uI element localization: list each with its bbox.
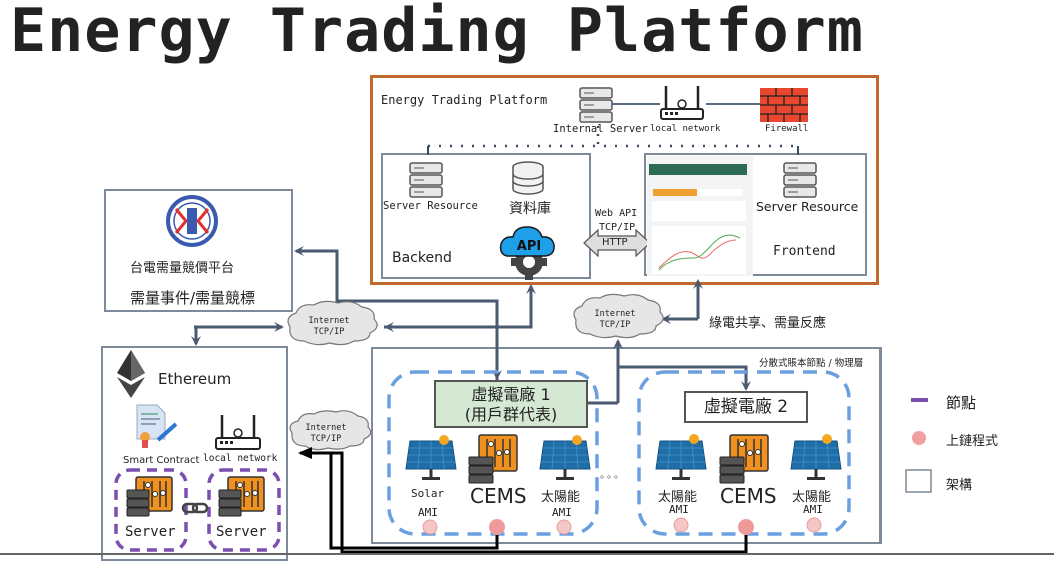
g2-right-top-label: 太陽能 [792,490,832,505]
physical-layer-label: 分散式賬本節點 / 物理層 [759,358,864,369]
internal-server-label: Internal Server [553,123,648,135]
web-api-http-label: HTTP [602,237,628,248]
arrow-cloud-to-api [384,284,536,329]
legend-architecture-icon [905,469,932,493]
ethereum-label: Ethereum [158,370,232,388]
vpp-2-box: 虛擬電廠 2 [684,391,808,423]
local-network-label: local network [650,124,721,134]
smart-contract-label: Smart Contract [123,455,200,466]
web-api-protocol-label: TCP/IP [599,222,636,233]
web-api-label: Web API [595,208,638,219]
ellipsis-label: 。。。 [600,470,626,481]
backend-server-resource-label: Server Resource [383,200,478,212]
taipower-box [104,189,293,312]
cloud-1-text: Internet TCP/IP [308,316,350,337]
legend-onchain-icon [912,431,926,445]
taipower-subtitle: 需量事件/需量競標 [130,289,256,307]
eth-local-network-label: local network [203,453,278,464]
g1-cems-label: CEMS [470,484,527,508]
vpp-1-subtitle: (用戶群代表) [464,405,558,424]
frontend-server-resource-label: Server Resource [756,199,859,214]
g2-right-ami-label: AMI [803,503,823,516]
server-label-1: Server [125,524,176,540]
cloud-2-text: Internet TCP/IP [594,309,636,330]
taipower-name: 台電需量競價平台 [130,261,235,276]
vpp-2-title: 虛擬電廠 2 [703,397,789,417]
g1-left-top-label: Solar [411,487,445,500]
g2-cems-label: CEMS [720,484,777,508]
vpp-1-title: 虛擬電廠 1 [471,385,551,404]
firewall-label: Firewall [765,124,809,134]
green-power-label: 綠電共享、需量反應 [709,316,827,331]
bottom-border [0,553,1054,555]
cloud-3-text: Internet TCP/IP [305,423,347,444]
server-label-2: Server [216,524,267,540]
page-title: Energy Trading Platform [10,0,864,66]
legend-divider [880,347,882,544]
legend-architecture-label: 架構 [946,478,973,493]
g1-right-top-label: 太陽能 [541,490,581,505]
backend-label: Backend [392,250,452,266]
g1-right-ami-label: AMI [552,506,572,519]
g2-left-top-label: 太陽能 [658,490,698,505]
g2-left-ami-label: AMI [669,503,689,516]
platform-label: Energy Trading Platform [381,93,548,107]
g1-left-ami-label: AMI [418,506,438,519]
frontend-label: Frontend [773,244,836,259]
vpp-1-box: 虛擬電廠 1 (用戶群代表) [434,380,588,428]
legend-node-label: 節點 [946,394,977,412]
legend-onchain-label: 上鏈程式 [946,434,999,449]
database-label: 資料庫 [509,201,551,217]
